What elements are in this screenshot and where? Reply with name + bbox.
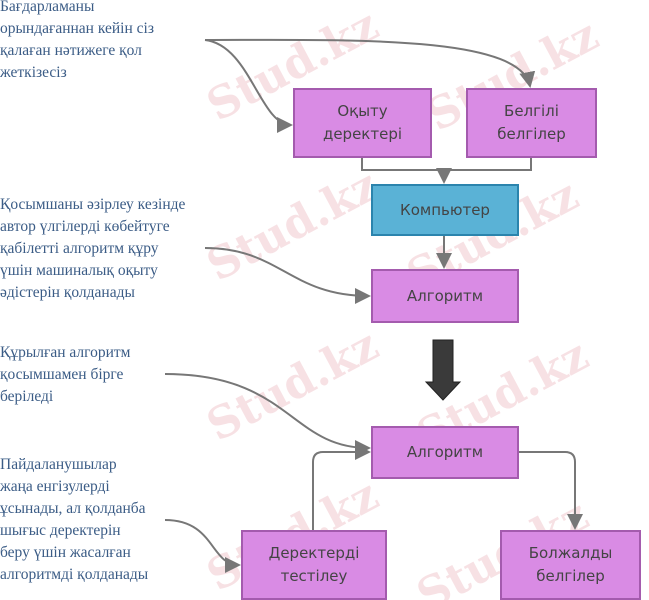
note-result: Бағдарламаны орындағаннан кейін сіз қала… bbox=[0, 0, 154, 81]
note-usage: Пайдаланушылар жаңа енгізулерді ұсынады,… bbox=[0, 456, 149, 583]
box-predicted-labels: Болжалды белгілер bbox=[500, 530, 641, 600]
connector bbox=[312, 444, 371, 530]
big-down-arrow-icon bbox=[424, 339, 462, 401]
box-known-labels: Белгілі белгілер bbox=[466, 88, 597, 158]
box-algorithm: Алгоритм bbox=[371, 269, 519, 323]
connector bbox=[518, 451, 583, 530]
connector bbox=[204, 38, 536, 88]
connector bbox=[164, 519, 241, 573]
connector bbox=[204, 39, 293, 133]
note-deployment: Құрылған алгоритм қосымшамен бірге беріл… bbox=[0, 344, 131, 405]
note-development: Қосымшаны әзірлеу кезінде автор үлгілерд… bbox=[0, 196, 186, 301]
connector bbox=[164, 373, 371, 456]
box-training-data: Оқыту деректері bbox=[293, 88, 432, 158]
box-algorithm-deployed: Алгоритм bbox=[371, 426, 519, 479]
connector bbox=[204, 247, 371, 304]
box-computer: Компьютер bbox=[371, 184, 519, 236]
connector bbox=[361, 157, 532, 171]
box-test-data: Деректерді тестілеу bbox=[241, 530, 387, 600]
